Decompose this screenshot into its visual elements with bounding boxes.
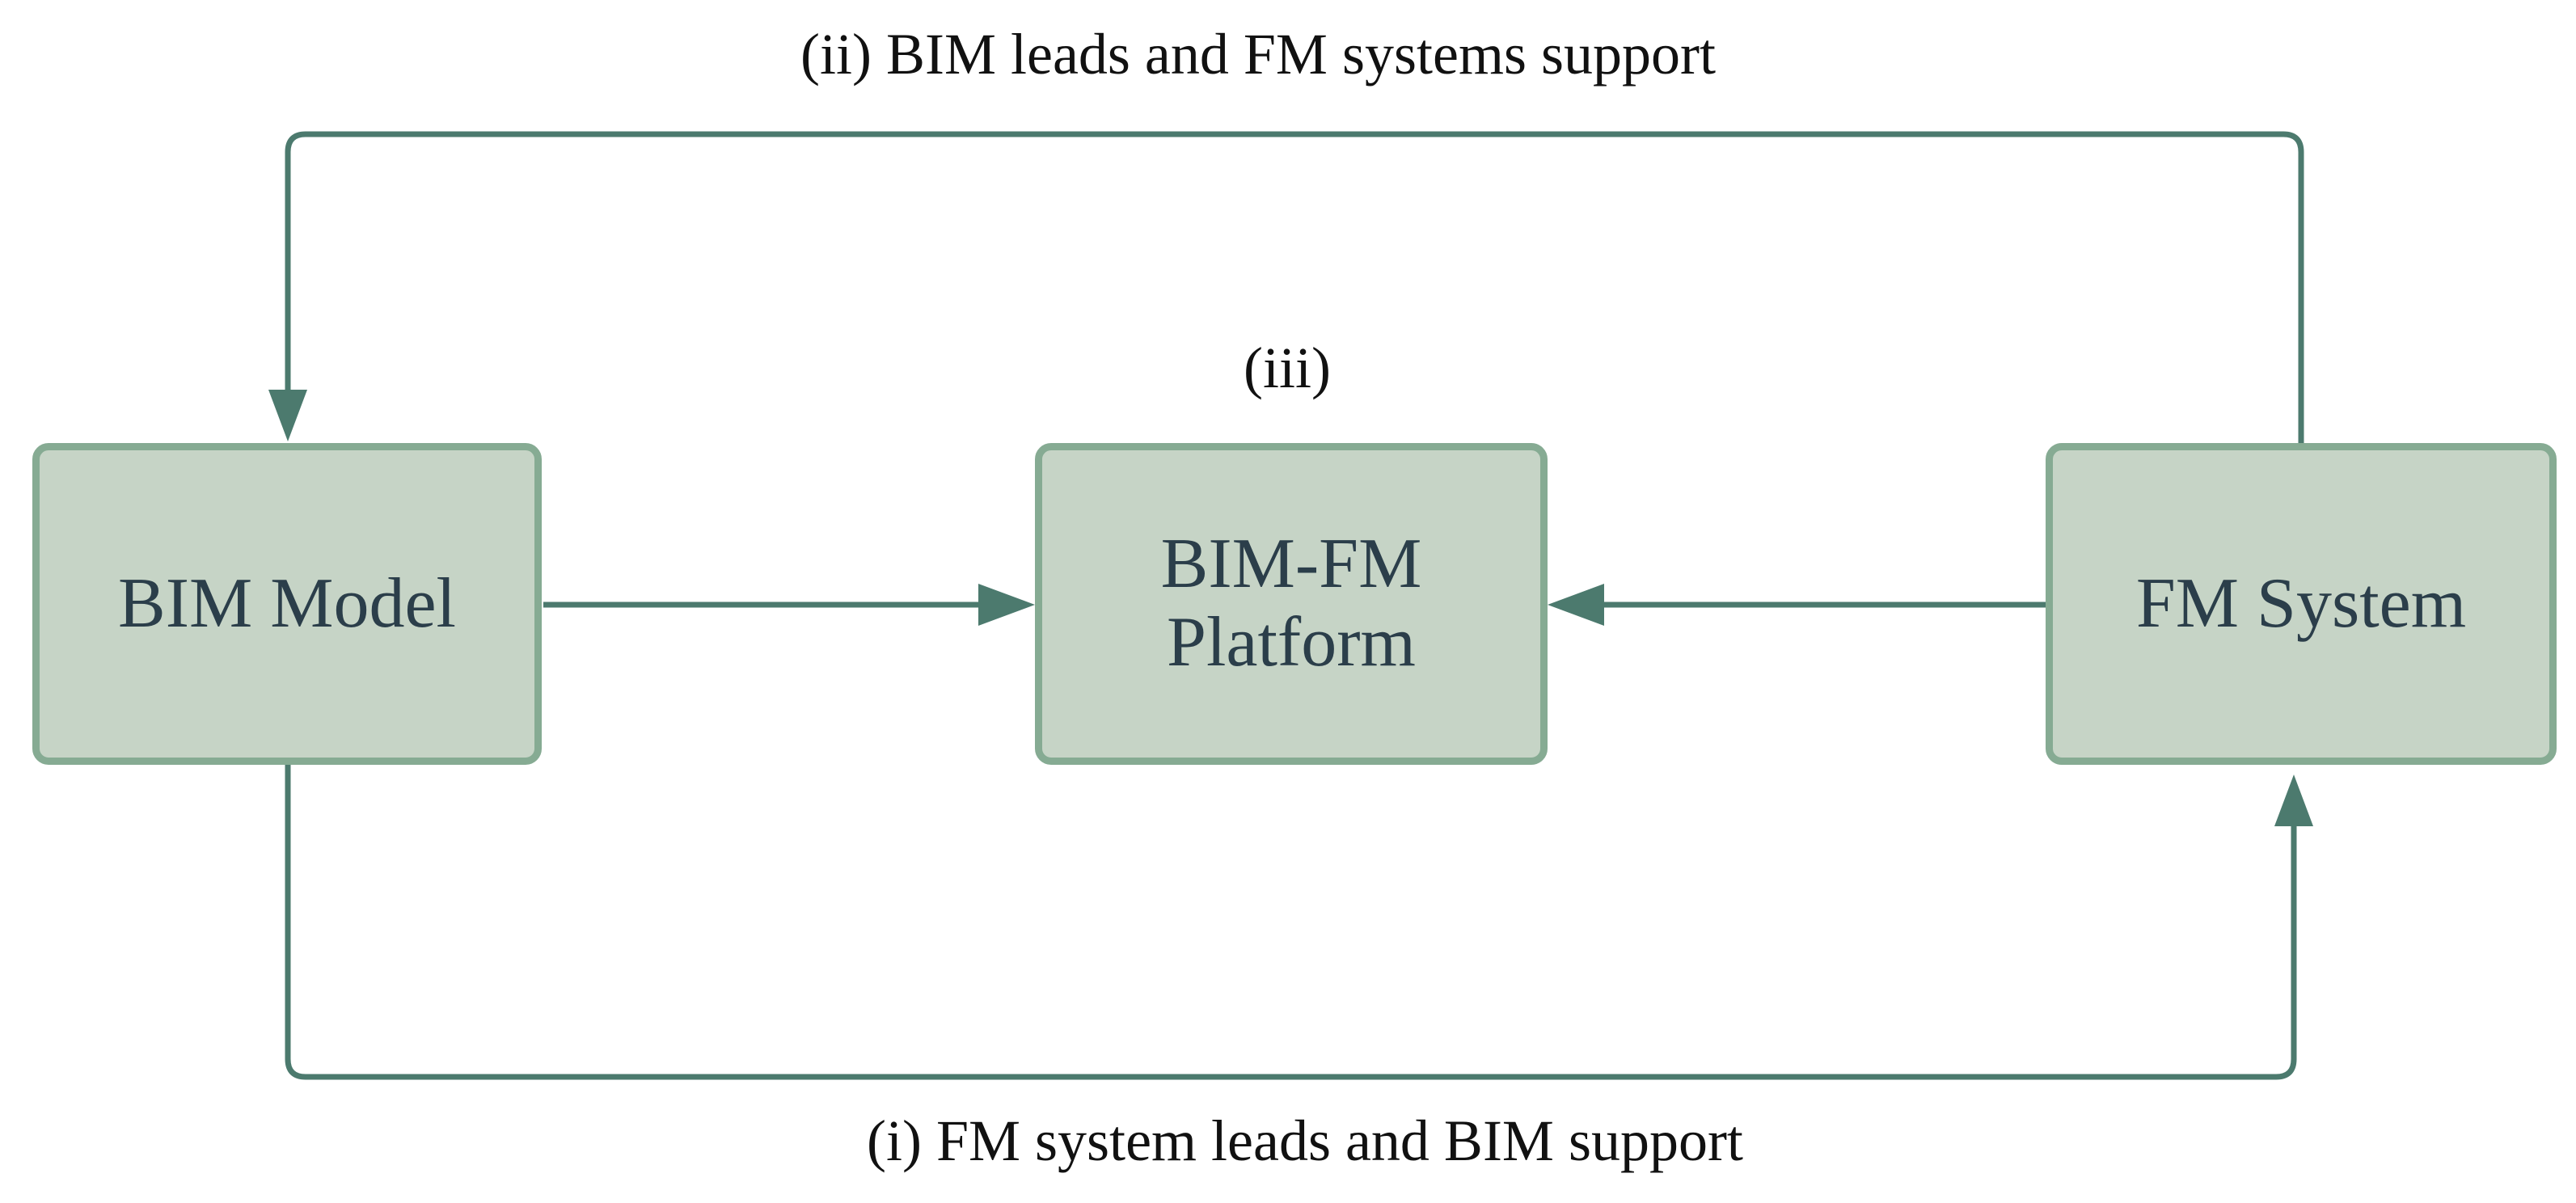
arrowhead-into-platform-right — [1548, 584, 1604, 626]
bottom-loop-label: (i) FM system leads and BIM support — [867, 1108, 1743, 1173]
fm-system-node: FM System — [2046, 443, 2557, 765]
bim-model-node: BIM Model — [32, 443, 542, 765]
arrowhead-into-platform-left — [978, 584, 1035, 626]
bim-model-label: BIM Model — [118, 564, 456, 643]
arrowhead-into-bim-model — [268, 390, 307, 441]
platform-marker-label: (iii) — [1244, 336, 1331, 400]
arrowhead-into-fm-system — [2274, 775, 2313, 826]
bim-fm-platform-label: BIM-FM Platform — [1160, 525, 1422, 682]
top-loop-label: (ii) BIM leads and FM systems support — [800, 22, 1716, 87]
bim-fm-platform-node: BIM-FM Platform — [1035, 443, 1548, 765]
fm-system-label: FM System — [2135, 564, 2467, 643]
connector-bim-to-fm-bottom — [285, 765, 2297, 1080]
connector-fm-to-bim-top — [285, 131, 2304, 443]
